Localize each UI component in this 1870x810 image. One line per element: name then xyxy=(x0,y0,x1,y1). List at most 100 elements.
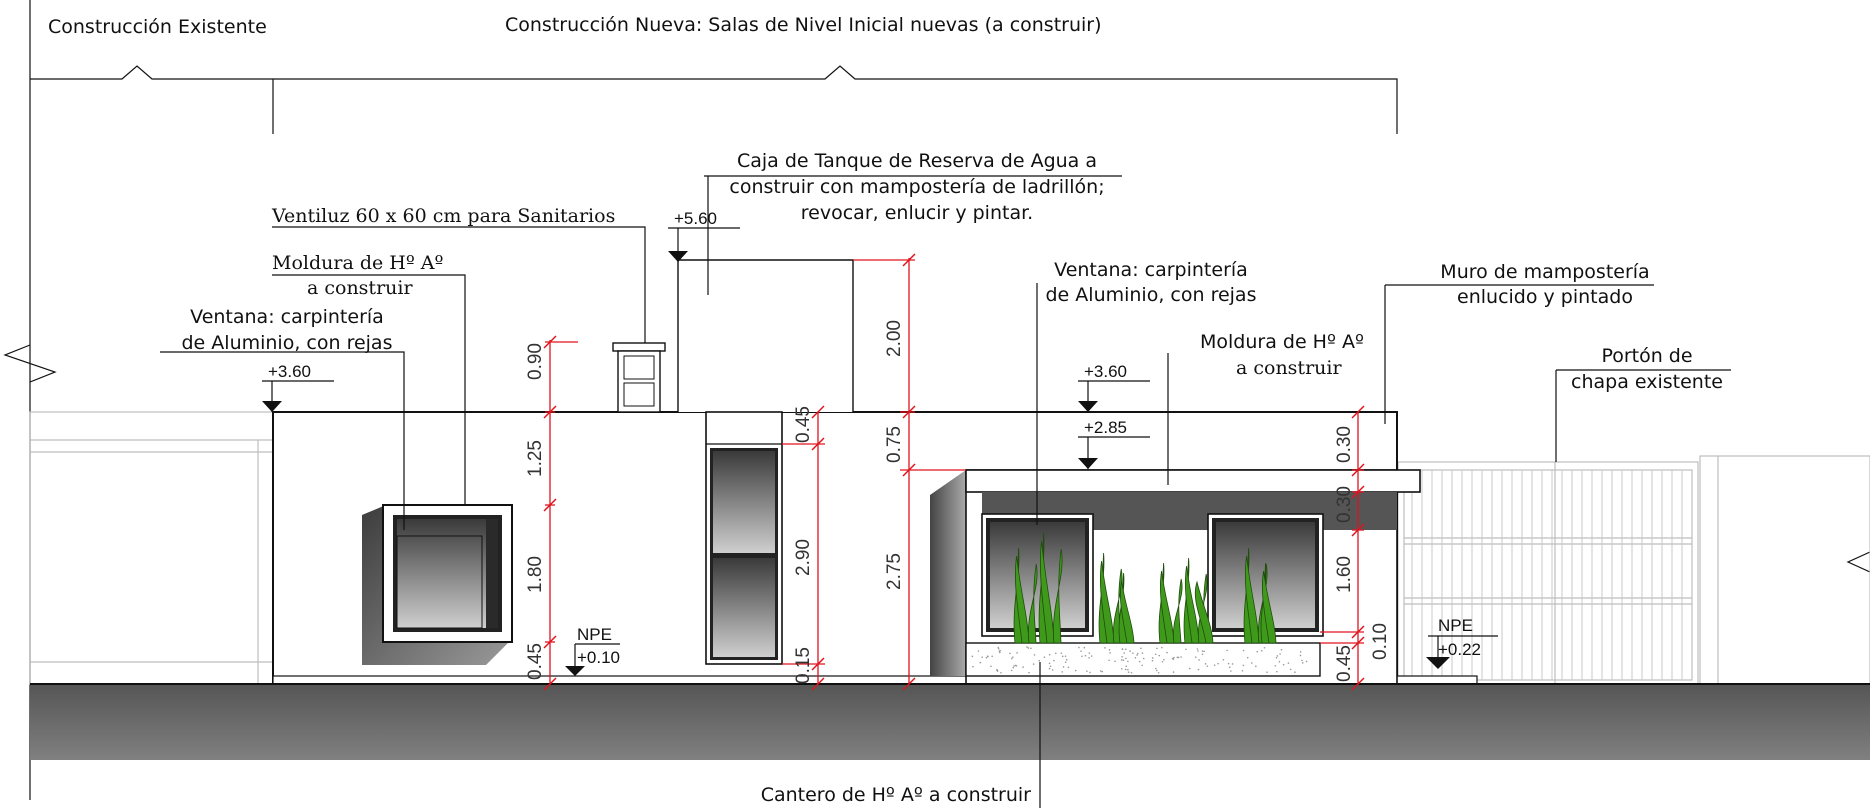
plant-blade xyxy=(1159,570,1175,644)
plant-blade xyxy=(1052,548,1063,644)
planter-texture-dot xyxy=(1305,660,1308,663)
planter-texture-dot xyxy=(1125,665,1127,668)
planter-texture-dot xyxy=(1080,650,1082,652)
planter-texture-dot xyxy=(1124,668,1127,671)
planter-texture-dot xyxy=(997,647,1000,650)
planter-texture-dot xyxy=(1287,662,1290,664)
left-window xyxy=(362,504,513,665)
planter-texture-dot xyxy=(1129,650,1131,652)
level-right-lower: +2.85 xyxy=(1084,418,1127,437)
note-tank-3: revocar, enlucir y pintar. xyxy=(801,202,1033,224)
planter xyxy=(965,642,1321,677)
planter-texture-dot xyxy=(1158,654,1161,657)
planter-texture-dot xyxy=(1203,650,1206,653)
planter-texture-dot xyxy=(1161,660,1164,663)
planter-texture-dot xyxy=(999,649,1001,652)
planter-texture-dot xyxy=(998,651,1001,654)
dimension-tick xyxy=(1351,463,1365,477)
planter-texture-dot xyxy=(972,665,974,668)
existing-building-left xyxy=(29,411,274,685)
planter-texture-dot xyxy=(1134,656,1137,659)
planter-texture-dot xyxy=(1122,659,1125,661)
planter-texture-dot xyxy=(1088,657,1090,659)
planter-texture-dot xyxy=(1140,647,1142,650)
plant-blade xyxy=(1027,563,1038,644)
dim-mid-2: 0.75 xyxy=(884,426,905,463)
planter-texture-dot xyxy=(1301,662,1304,664)
planter-texture-dot xyxy=(1266,671,1268,673)
planter-texture-dot xyxy=(1136,652,1139,655)
planter-texture-dot xyxy=(1228,666,1231,669)
npe-right-value: +0.22 xyxy=(1438,640,1481,659)
planter-texture-dot xyxy=(1173,656,1175,659)
note-ventana-left-1: Ventana: carpintería xyxy=(190,306,384,328)
planter-texture-dot xyxy=(1226,649,1228,652)
planter-texture-dot xyxy=(1141,664,1143,667)
planter-texture-dot xyxy=(1177,656,1180,659)
planter-texture-dot xyxy=(1010,657,1013,660)
dimension-text: 0.90 1.25 1.80 0.45 0.45 2.90 0.15 2.00 … xyxy=(525,320,1391,684)
dimension-tick xyxy=(1351,636,1365,650)
planter-texture-dot xyxy=(1275,657,1278,659)
level-top: +5.60 xyxy=(674,209,717,228)
dim-door-2: 2.90 xyxy=(793,539,814,576)
planter-texture-dot xyxy=(1109,652,1111,654)
dimension-tick xyxy=(1351,405,1365,419)
dim-right-1: 0.30 xyxy=(1334,426,1355,463)
planter-texture-dot xyxy=(1276,655,1279,657)
planter-texture-dot xyxy=(1014,664,1017,667)
dimension-tick xyxy=(811,437,825,451)
planter-texture-dot xyxy=(1278,660,1281,663)
planter-texture-dot xyxy=(1166,651,1168,654)
planter-texture-dot xyxy=(1064,661,1067,664)
door xyxy=(705,411,783,665)
planter-texture-dot xyxy=(1086,670,1088,672)
dimension-tick xyxy=(543,677,557,691)
planter-texture-dot xyxy=(1256,650,1259,653)
plant-blade xyxy=(1261,570,1277,644)
planter-texture-dot xyxy=(1188,667,1191,670)
planter-texture-dot xyxy=(1242,649,1245,652)
planter-texture-dot xyxy=(1185,648,1187,651)
planter-texture-dot xyxy=(1065,658,1068,661)
planter-texture-dot xyxy=(1217,662,1219,665)
planter-texture-dot xyxy=(1032,663,1035,665)
planter-texture-dot xyxy=(1156,647,1158,650)
planter-texture-dot xyxy=(1255,665,1257,668)
planter-texture-dot xyxy=(1180,656,1182,658)
note-porton-1: Portón de xyxy=(1601,345,1692,367)
dim-left-4: 0.45 xyxy=(525,643,546,680)
planter-texture-dot xyxy=(977,650,980,652)
planter-texture-dot xyxy=(1299,651,1302,653)
planter-texture-dot xyxy=(997,646,1000,649)
planter-texture-dot xyxy=(1054,652,1057,655)
dimension-tick xyxy=(902,253,916,267)
planter-texture-dot xyxy=(1121,667,1123,670)
planter-texture-dot xyxy=(1263,646,1266,649)
ground xyxy=(30,683,1870,760)
npe-left-label: NPE xyxy=(577,625,612,644)
planter-texture-dot xyxy=(1157,671,1160,674)
planter-texture-dot xyxy=(1060,652,1063,654)
plant-blade xyxy=(1039,540,1055,644)
planter-texture-dot xyxy=(1099,670,1102,672)
planter-texture-dot xyxy=(1022,666,1024,668)
planter-texture-dot xyxy=(1051,669,1054,671)
planter-texture-dot xyxy=(1142,657,1145,660)
plant-blade xyxy=(1244,555,1260,644)
plant-blade xyxy=(1119,580,1135,644)
planter-texture-dot xyxy=(996,670,999,672)
dim-right-5: 0.45 xyxy=(1334,645,1355,682)
planter-texture-dot xyxy=(1151,657,1154,659)
planter-texture-dot xyxy=(1067,666,1070,669)
planter-texture-dot xyxy=(1141,652,1144,654)
planter-texture-dot xyxy=(1048,653,1051,656)
dimension-tick xyxy=(1351,523,1365,537)
planter-texture-dot xyxy=(1088,652,1091,654)
planter-texture-dot xyxy=(1172,658,1175,660)
dim-mid-1: 2.00 xyxy=(884,320,905,357)
planter-texture-dot xyxy=(1010,669,1013,672)
vegetation xyxy=(1013,532,1277,644)
planter-texture-dot xyxy=(985,656,988,659)
